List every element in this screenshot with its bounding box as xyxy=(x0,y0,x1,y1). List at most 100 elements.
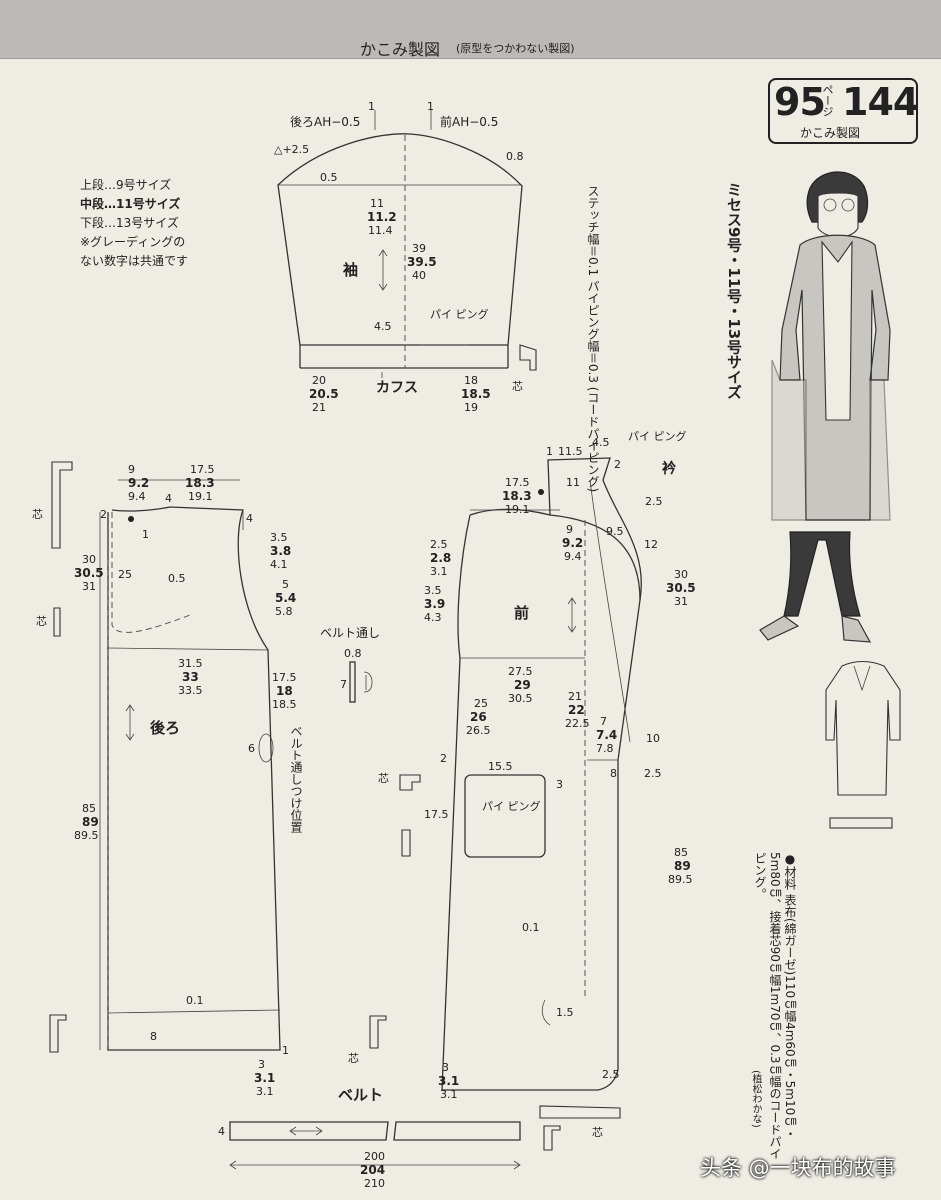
back-t5: 5 xyxy=(282,578,289,591)
front-core: 芯 xyxy=(348,1051,359,1065)
sleeve-len: 40 xyxy=(412,269,426,282)
front-t12: 12 xyxy=(644,538,658,551)
back-sl: 30 xyxy=(82,553,96,566)
watermark: 头条 @一块布的故事 xyxy=(700,1156,896,1180)
front-d2: 4.3 xyxy=(424,611,442,624)
front-d1: 3.1 xyxy=(430,565,448,578)
sleeve-br: 18 xyxy=(464,374,478,387)
front-core: 芯 xyxy=(378,771,389,785)
front-ln: 85 xyxy=(674,846,688,859)
belt-title: ベルト xyxy=(338,1086,383,1104)
back-d2: 5.4 xyxy=(275,591,296,605)
front-d1: 2.8 xyxy=(430,551,451,565)
front-piece xyxy=(369,457,642,1151)
sleeve-bl: 20.5 xyxy=(309,387,339,401)
front-nk: 9.2 xyxy=(562,536,583,550)
belt-loop-piece xyxy=(349,661,373,703)
front-sw: 17.5 xyxy=(505,476,530,489)
front-ln: 89 xyxy=(674,859,691,873)
back-d1: 4.1 xyxy=(270,558,288,571)
front-t3: 3 xyxy=(556,778,563,791)
back-ln: 89.5 xyxy=(74,829,99,842)
belt-loop-w: 0.8 xyxy=(344,647,362,660)
legend-line: 中段…11号サイズ xyxy=(80,197,181,211)
front-t95: 9.5 xyxy=(606,525,624,538)
page-ref-right: 144 xyxy=(842,80,919,124)
front-bot: 3.1 xyxy=(440,1088,458,1101)
front-t8: 8 xyxy=(610,767,617,780)
front-d2: 3.5 xyxy=(424,584,442,597)
page-reference-box xyxy=(768,78,918,144)
front-t45: 4.5 xyxy=(592,436,610,449)
belt-len: 210 xyxy=(364,1177,385,1190)
belt-loop-position-note: ベルト通しつけ位置 xyxy=(289,725,303,833)
back-hip: 33.5 xyxy=(178,684,203,697)
sleeve-t05: 0.5 xyxy=(320,171,338,184)
front-t25b: 2.5 xyxy=(644,767,662,780)
front-piping: パイ ピング xyxy=(482,799,541,813)
sleeve-len: 39 xyxy=(412,242,426,255)
sleeve-piece xyxy=(277,110,537,378)
sleeve-piping: パイ ピング xyxy=(430,307,489,321)
front-t2b: 2 xyxy=(440,752,447,765)
front-t175: 17.5 xyxy=(424,808,449,821)
front-sl: 30 xyxy=(674,568,688,581)
sleeve-t08: 0.8 xyxy=(506,150,524,163)
legend-line: 下段…13号サイズ xyxy=(80,216,179,230)
sleeve-cap: 11.4 xyxy=(368,224,393,237)
front-d1: 2.5 xyxy=(430,538,448,551)
page-ref-mark: ページ xyxy=(821,84,834,117)
back-t4b: 4 xyxy=(246,512,253,525)
page-title: かこみ製図 xyxy=(360,40,441,59)
back-t2: 2 xyxy=(100,508,107,521)
front-sw: 18.3 xyxy=(502,489,532,503)
front-t10: 10 xyxy=(646,732,660,745)
front-pd: 22.5 xyxy=(565,717,590,730)
back-sw: 18.3 xyxy=(185,476,215,490)
sleeve-br: 18.5 xyxy=(461,387,491,401)
front-ln: 89.5 xyxy=(668,873,693,886)
back-hip: 33 xyxy=(182,670,199,684)
legend-line: ない数字は共通です xyxy=(80,254,189,268)
header-bar: かこみ製図 (原型をつかわない製図) xyxy=(0,0,941,59)
back-t8: 8 xyxy=(150,1030,157,1043)
front-nk: 9 xyxy=(566,523,573,536)
front-hip: 29 xyxy=(514,678,531,692)
collar-title: 衿 xyxy=(662,460,677,477)
front-hip: 30.5 xyxy=(508,692,533,705)
cuff-title: カフス xyxy=(376,380,418,396)
front-sl: 30.5 xyxy=(666,581,696,595)
front-t155: 15.5 xyxy=(488,760,513,773)
back-hip: 31.5 xyxy=(178,657,203,670)
front-pk: 26.5 xyxy=(466,724,491,737)
back-t05: 0.5 xyxy=(168,572,186,585)
back-t6: 6 xyxy=(248,742,255,755)
legend-line: 上段…9号サイズ xyxy=(80,178,172,192)
sleeve-len: 39.5 xyxy=(407,255,437,269)
front-pk: 26 xyxy=(470,710,487,724)
front-t15: 1.5 xyxy=(556,1006,574,1019)
front-t01: 0.1 xyxy=(522,921,540,934)
front-t1: 1 xyxy=(546,445,553,458)
belt-w: 4 xyxy=(218,1125,225,1138)
sleeve-core: 芯 xyxy=(512,379,523,393)
sleeve-n1b: 1 xyxy=(427,100,434,113)
sleeve-bl: 20 xyxy=(312,374,326,387)
front-nk: 9.4 xyxy=(564,550,582,563)
front-t2: 2 xyxy=(614,458,621,471)
sleeve-t25: △+2.5 xyxy=(274,143,309,156)
back-sw: 19.1 xyxy=(188,490,213,503)
back-sd: 18.5 xyxy=(272,698,297,711)
back-t4: 4 xyxy=(165,492,172,505)
sleeve-n1: 1 xyxy=(368,100,375,113)
sleeve-front-ah: 前AH−0.5 xyxy=(440,114,498,129)
belt-piece xyxy=(229,1121,521,1170)
belt-loop-l: 7 xyxy=(340,678,347,691)
front-t7: 7 xyxy=(600,715,607,728)
back-sd: 17.5 xyxy=(272,671,297,684)
designer-credit: (植松わかな) xyxy=(750,1070,761,1128)
front-title: 前 xyxy=(514,604,529,622)
size-legend: 上段…9号サイズ 中段…11号サイズ 下段…13号サイズ ※グレーディングの な… xyxy=(80,176,188,271)
back-core: 芯 xyxy=(36,614,47,628)
